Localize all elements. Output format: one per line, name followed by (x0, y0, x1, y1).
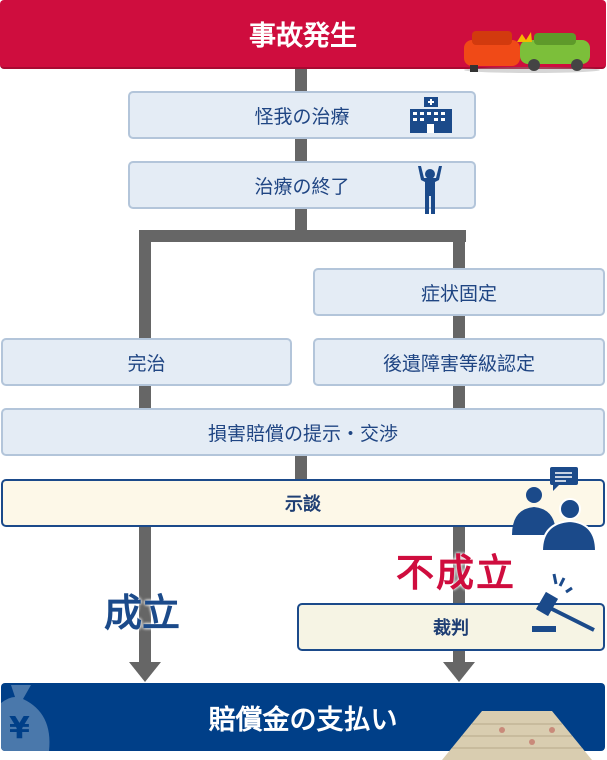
step-label: 裁判 (433, 618, 469, 639)
gavel-icon (532, 573, 595, 632)
cash-stack-icon (442, 711, 592, 760)
arrow-down-icon (443, 662, 475, 682)
yen-icon: ¥ (9, 711, 30, 746)
step-label: 後遺障害等級認定 (382, 352, 535, 375)
step-treatment-end: 治療の終了 (128, 161, 476, 209)
accident-label: 事故発生 (249, 21, 357, 52)
arrow-down-icon (129, 662, 161, 682)
connector (139, 525, 151, 665)
step-full-recovery: 完治 (1, 338, 292, 386)
step-settlement: 示談 (1, 479, 605, 527)
hospital-icon (410, 97, 452, 133)
person-raising-arms-icon (418, 166, 442, 214)
step-symptom-fixed: 症状固定 (313, 268, 605, 316)
outcome-failure-label: 不成立 (396, 550, 517, 595)
step-label: 症状固定 (420, 282, 497, 305)
connector (139, 230, 466, 242)
negotiation-people-icon (512, 467, 596, 551)
money-bag-icon (1, 685, 50, 751)
step-label: 怪我の治療 (254, 105, 350, 128)
outcome-success-label: 成立 (104, 590, 181, 635)
step-label: 損害賠償の提示・交渉 (207, 422, 398, 445)
step-injury-treatment: 怪我の治療 (128, 91, 476, 139)
step-label: 治療の終了 (254, 175, 350, 198)
car-crash-icon (464, 31, 600, 73)
connector (295, 455, 307, 481)
step-label: 示談 (285, 494, 321, 515)
step-label: 完治 (127, 352, 166, 375)
payment-label: 賠償金の支払い (208, 704, 398, 736)
step-damages-offer: 損害賠償の提示・交渉 (1, 408, 605, 456)
step-disability-certification: 後遺障害等級認定 (313, 338, 605, 386)
